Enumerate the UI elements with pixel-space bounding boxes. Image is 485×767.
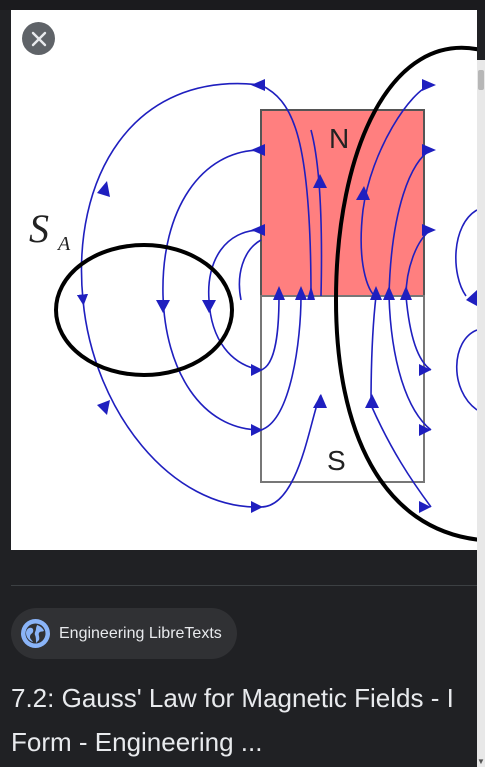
image-preview[interactable]: N S S A xyxy=(11,10,477,550)
south-label: S xyxy=(327,445,346,476)
scrollbar[interactable]: ▼ xyxy=(477,60,485,767)
magnetic-field-diagram: N S S A xyxy=(29,46,477,542)
gaussian-surface-b xyxy=(333,46,477,542)
globe-icon xyxy=(21,619,50,648)
top-frame xyxy=(0,0,485,10)
result-title-line-2[interactable]: Form - Engineering ... xyxy=(11,727,263,757)
source-name[interactable]: Engineering LibreTexts xyxy=(59,624,222,642)
result-title-line-1[interactable]: 7.2: Gauss' Law for Magnetic Fields - I xyxy=(11,683,454,713)
scroll-down-arrow-icon[interactable]: ▼ xyxy=(477,757,485,766)
close-icon xyxy=(31,31,46,46)
result-title[interactable]: 7.2: Gauss' Law for Magnetic Fields - I … xyxy=(11,676,477,764)
surface-label: S xyxy=(29,206,49,251)
scrollbar-thumb[interactable] xyxy=(478,70,484,90)
field-lines xyxy=(76,82,323,508)
gaussian-surface-a xyxy=(54,243,234,377)
north-label: N xyxy=(329,123,349,154)
close-button[interactable] xyxy=(22,22,55,55)
surface-label-subscript: A xyxy=(56,233,71,255)
source-chip[interactable]: Engineering LibreTexts xyxy=(11,608,237,659)
divider xyxy=(11,585,477,586)
